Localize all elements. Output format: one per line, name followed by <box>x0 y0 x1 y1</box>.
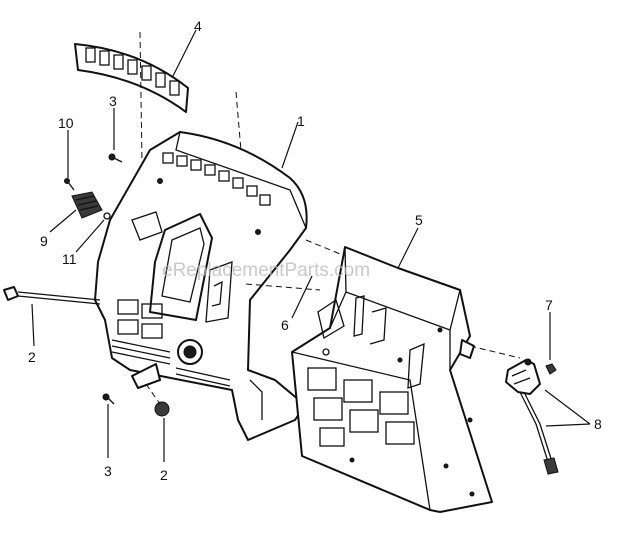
switch <box>71 191 103 219</box>
callout-10: 10 <box>58 115 74 131</box>
nut <box>545 363 557 375</box>
knob <box>154 401 170 417</box>
leader-lines <box>31 29 591 462</box>
callout-2-left: 2 <box>28 349 36 365</box>
watermark: eReplacementParts.com <box>162 260 370 281</box>
callout-6: 6 <box>281 317 289 333</box>
bracket-assembly <box>505 358 559 475</box>
switch-screw <box>64 178 75 191</box>
pedestal-support <box>291 246 493 513</box>
washer <box>103 212 111 220</box>
alignment-lines-grille <box>139 31 247 211</box>
callout-5: 5 <box>415 212 423 228</box>
callout-8: 8 <box>594 416 602 432</box>
callout-4: 4 <box>194 18 202 34</box>
screw-top <box>108 153 123 163</box>
callout-9: 9 <box>40 233 48 249</box>
screw-bottom <box>102 393 115 405</box>
callout-1: 1 <box>297 113 305 129</box>
alignment-lines-panel <box>245 239 521 359</box>
callout-2-bottom: 2 <box>160 467 168 483</box>
callout-11: 11 <box>62 251 77 267</box>
grille-insert <box>74 43 189 113</box>
knob-plate <box>131 363 161 405</box>
callout-3-bottom: 3 <box>104 463 112 479</box>
callout-3-top: 3 <box>109 93 117 109</box>
callout-7: 7 <box>545 297 553 313</box>
cable-rod <box>3 286 101 305</box>
dash-panel <box>94 131 308 441</box>
